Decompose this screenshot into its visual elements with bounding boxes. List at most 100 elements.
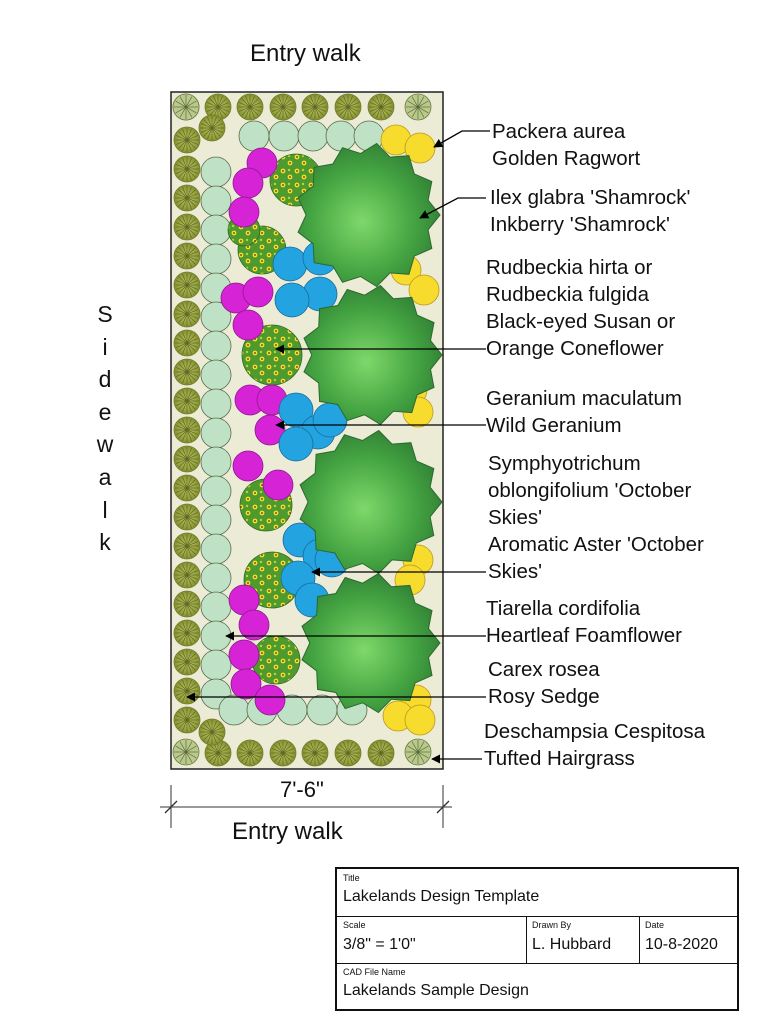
file-caption: CAD File Name bbox=[343, 967, 406, 977]
plant-label-line: Tiarella cordifolia bbox=[486, 597, 641, 620]
sedge-blade bbox=[271, 102, 295, 112]
hairgrass-blade bbox=[411, 106, 419, 118]
plant-label-line: Orange Coneflower bbox=[486, 337, 664, 360]
hairgrass-blade bbox=[417, 96, 425, 108]
foamflower-plant bbox=[238, 120, 270, 152]
bed-width-dimension: 7'-6" bbox=[280, 777, 324, 802]
sedge-blade bbox=[369, 748, 393, 758]
drawn-by-value: L. Hubbard bbox=[532, 936, 612, 953]
file-row: CAD File Name Lakelands Sample Design bbox=[337, 963, 737, 1009]
wild-geranium-plant bbox=[230, 668, 262, 700]
inkberry-shrub bbox=[301, 572, 441, 714]
hairgrass-blade bbox=[417, 751, 425, 763]
sedge-blade bbox=[175, 599, 199, 609]
plant-label-line: Rudbeckia hirta or bbox=[486, 256, 653, 279]
foamflower-plant bbox=[200, 243, 232, 275]
leader-line bbox=[419, 197, 486, 219]
hairgrass-blade bbox=[185, 751, 197, 759]
hairgrass-blade bbox=[179, 751, 187, 763]
hairgrass-blade bbox=[417, 100, 429, 108]
hairgrass-blade bbox=[185, 100, 197, 108]
hairgrass-blade bbox=[417, 751, 429, 759]
hairgrass-blade bbox=[417, 106, 425, 118]
drawn-by-caption: Drawn By bbox=[532, 920, 572, 930]
foamflower-plant bbox=[200, 388, 232, 420]
hairgrass-blade bbox=[175, 751, 187, 759]
planting-plan bbox=[160, 91, 490, 828]
dimension-tick-left bbox=[164, 800, 178, 814]
golden-ragwort-plant bbox=[404, 704, 436, 736]
wild-geranium-plant bbox=[238, 609, 270, 641]
foamflower-plant bbox=[200, 359, 232, 391]
sedge-blade bbox=[238, 102, 262, 112]
hairgrass-blade bbox=[179, 741, 187, 753]
aromatic-aster-plant bbox=[272, 246, 308, 282]
wild-geranium-plant bbox=[254, 684, 286, 716]
sedge-blade bbox=[175, 135, 199, 145]
sedge-blade bbox=[175, 338, 199, 348]
golden-ragwort-plant bbox=[404, 132, 436, 164]
plant-label-line: Aromatic Aster 'October bbox=[488, 533, 704, 556]
sedge-blade bbox=[175, 570, 199, 580]
sidewalk-letter: k bbox=[99, 529, 111, 556]
aromatic-aster-plant bbox=[278, 426, 314, 462]
sedge-blade bbox=[303, 102, 327, 112]
date-value: 10-8-2020 bbox=[645, 936, 718, 953]
hairgrass-blade bbox=[411, 741, 419, 753]
hairgrass-blade bbox=[411, 96, 419, 108]
foamflower-plant bbox=[200, 504, 232, 536]
sidewalk-letter: l bbox=[102, 496, 108, 523]
foamflower-plant bbox=[200, 214, 232, 246]
hairgrass-blade bbox=[185, 745, 197, 753]
plant-label-line: Deschampsia Cespitosa bbox=[484, 720, 706, 743]
sedge-blade bbox=[175, 454, 199, 464]
foamflower-plant bbox=[325, 120, 357, 152]
sedge-blade bbox=[175, 512, 199, 522]
plant-label-line: oblongifolium 'October bbox=[488, 479, 692, 502]
sidewalk-letter: i bbox=[102, 333, 108, 360]
info-row: Scale 3/8" = 1'0" Drawn By L. Hubbard Da… bbox=[337, 916, 737, 964]
sedge-blade bbox=[175, 541, 199, 551]
inkberry-shrub bbox=[303, 284, 443, 426]
wild-geranium-plant bbox=[262, 469, 294, 501]
sedge-blade bbox=[175, 425, 199, 435]
hairgrass-blade bbox=[407, 106, 419, 114]
sedge-blade bbox=[175, 222, 199, 232]
foamflower-plant bbox=[200, 156, 232, 188]
sidewalk-letter: e bbox=[98, 398, 112, 425]
hairgrass-blade bbox=[175, 100, 187, 108]
plant-label-line: Inkberry 'Shamrock' bbox=[490, 213, 670, 236]
foamflower-plant bbox=[200, 185, 232, 217]
hairgrass-blade bbox=[185, 106, 197, 114]
title-caption: Title bbox=[343, 873, 360, 883]
plant-label-line: Symphyotrichum bbox=[488, 452, 641, 475]
plant-label-line: Heartleaf Foamflower bbox=[486, 624, 682, 647]
foamflower-plant bbox=[297, 120, 329, 152]
inkberry-shrub bbox=[299, 429, 443, 575]
foamflower-plant bbox=[200, 591, 232, 623]
plant-label-line: Geranium maculatum bbox=[486, 387, 682, 410]
wild-geranium-plant bbox=[242, 276, 274, 308]
plant-label-line: Golden Ragwort bbox=[492, 147, 641, 170]
wild-geranium-plant bbox=[232, 450, 264, 482]
date-cell: Date 10-8-2020 bbox=[639, 916, 737, 963]
wild-geranium-plant bbox=[232, 309, 264, 341]
sedge-blade bbox=[303, 748, 327, 758]
plant-label: Ilex glabra 'Shamrock'Inkberry 'Shamrock… bbox=[490, 184, 690, 238]
sedge-blade bbox=[175, 280, 199, 290]
foamflower-plant bbox=[200, 446, 232, 478]
hairgrass-blade bbox=[417, 106, 429, 114]
foamflower-plant bbox=[200, 533, 232, 565]
foamflower-plant bbox=[200, 475, 232, 507]
sedge-blade bbox=[336, 748, 360, 758]
foamflower-plant bbox=[268, 120, 300, 152]
sedge-blade bbox=[200, 727, 224, 737]
sedge-blade bbox=[206, 748, 230, 758]
leader-line bbox=[433, 130, 490, 148]
sedge-blade bbox=[336, 102, 360, 112]
